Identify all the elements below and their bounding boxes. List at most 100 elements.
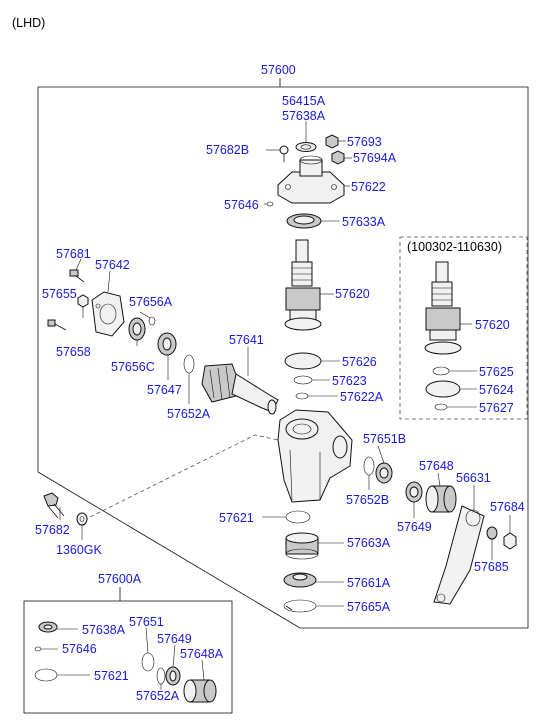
label-57665A[interactable]: 57665A (347, 600, 391, 614)
label-57693[interactable]: 57693 (347, 135, 382, 149)
label-57656C[interactable]: 57656C (111, 360, 155, 374)
nut-57694A (331, 150, 345, 165)
snap-ring-57665A (283, 599, 317, 613)
kit-number-label[interactable]: 57600A (98, 572, 142, 586)
seal-57633A (286, 213, 322, 229)
variant-box-label: (100302-110630) (407, 240, 502, 254)
label-1360GK[interactable]: 1360GK (56, 543, 103, 557)
variant-ring-57624 (425, 380, 461, 398)
seal-57656C (128, 317, 146, 341)
label-57642[interactable]: 57642 (95, 258, 130, 272)
valve-cover-57622 (277, 155, 345, 204)
kit-label-57646[interactable]: 57646 (62, 642, 97, 656)
end-cover-57642 (91, 291, 125, 337)
pitman-arm-56631 (433, 505, 485, 605)
variant-ring-57627 (434, 403, 448, 411)
kit-bushing-57648A (183, 679, 217, 703)
label-57638A[interactable]: 57638A (282, 109, 326, 123)
variant-label-57620[interactable]: 57620 (475, 318, 510, 332)
label-57646[interactable]: 57646 (224, 198, 259, 212)
kit-snap-ring-57652A (156, 667, 166, 685)
seal-57647 (157, 332, 177, 356)
assembly-outline (37, 86, 529, 629)
kit-label-57621[interactable]: 57621 (94, 669, 129, 683)
kit-bushing-57649 (165, 666, 181, 686)
kit-label-57648A[interactable]: 57648A (180, 647, 224, 661)
variant-box (399, 236, 528, 420)
kit-ring-57621 (34, 668, 58, 682)
bolt-57658 (47, 319, 67, 331)
kit-label-57638A[interactable]: 57638A (82, 623, 126, 637)
label-57622A[interactable]: 57622A (340, 390, 384, 404)
label-57682[interactable]: 57682 (35, 523, 70, 537)
label-57623[interactable]: 57623 (332, 374, 367, 388)
label-57655[interactable]: 57655 (42, 287, 77, 301)
label-57684[interactable]: 57684 (490, 500, 525, 514)
kit-box (23, 600, 233, 714)
label-56415A[interactable]: 56415A (282, 94, 326, 108)
kit-label-57651[interactable]: 57651 (129, 615, 164, 629)
sector-shaft-57641 (201, 363, 279, 415)
label-56631[interactable]: 56631 (456, 471, 491, 485)
o-ring-57656A (148, 316, 156, 326)
assembly-number-label[interactable]: 57600 (261, 63, 296, 77)
nut-57684 (503, 532, 517, 550)
gear-housing (277, 409, 353, 503)
label-57661A[interactable]: 57661A (347, 576, 391, 590)
label-57651B[interactable]: 57651B (363, 432, 406, 446)
nut-57693 (325, 134, 339, 149)
label-57647[interactable]: 57647 (147, 383, 182, 397)
bearing-57663A (285, 532, 319, 560)
bushing-57649 (405, 481, 423, 503)
ring-57626 (284, 352, 322, 370)
variant-label-57624[interactable]: 57624 (479, 383, 514, 397)
seal-57651B (375, 462, 393, 484)
label-57641[interactable]: 57641 (229, 333, 264, 347)
variant-valve-assembly-57620 (424, 261, 462, 355)
variant-label-57625[interactable]: 57625 (479, 365, 514, 379)
kit-label-57652A[interactable]: 57652A (136, 689, 180, 703)
dust-seal-56415A (295, 142, 317, 152)
valve-assembly-57620 (284, 239, 322, 331)
label-57681[interactable]: 57681 (56, 247, 91, 261)
kit-o-ring-57646 (34, 646, 42, 652)
label-57656A[interactable]: 57656A (129, 295, 173, 309)
ring-57621 (285, 510, 311, 524)
bushing-57648 (425, 485, 457, 513)
cover-bolt-57682B (279, 145, 289, 162)
kit-seal-57651 (141, 652, 155, 672)
variant-ring-57625 (432, 366, 450, 376)
kit-label-57649[interactable]: 57649 (157, 632, 192, 646)
kit-seal-57638A (38, 621, 58, 633)
leader-lines (41, 121, 511, 690)
nut-57655 (77, 294, 89, 308)
snap-ring-57652A (183, 354, 195, 374)
ring-57623 (293, 375, 313, 385)
label-57626[interactable]: 57626 (342, 355, 377, 369)
label-57658[interactable]: 57658 (56, 345, 91, 359)
label-57649[interactable]: 57649 (397, 520, 432, 534)
variant-label-57627[interactable]: 57627 (479, 401, 514, 415)
plug-57661A (283, 572, 317, 588)
assembly-reference-line (83, 434, 279, 521)
label-57663A[interactable]: 57663A (347, 536, 391, 550)
label-57648[interactable]: 57648 (419, 459, 454, 473)
ring-57622A (295, 392, 309, 400)
label-57620[interactable]: 57620 (335, 287, 370, 301)
label-57685[interactable]: 57685 (474, 560, 509, 574)
washer-1360GK (76, 512, 88, 526)
bolt-57682 (43, 492, 65, 519)
label-57652A[interactable]: 57652A (167, 407, 211, 421)
snap-ring-57652B (363, 456, 375, 476)
label-57652B[interactable]: 57652B (346, 493, 389, 507)
label-57633A[interactable]: 57633A (342, 215, 386, 229)
o-ring-57646 (266, 201, 274, 207)
label-57621[interactable]: 57621 (219, 511, 254, 525)
bolt-57681 (69, 269, 85, 283)
label-57694A[interactable]: 57694A (353, 151, 397, 165)
washer-57685 (486, 526, 498, 540)
label-57682B[interactable]: 57682B (206, 143, 249, 157)
variant-label: (LHD) (12, 16, 45, 30)
label-57622[interactable]: 57622 (351, 180, 386, 194)
